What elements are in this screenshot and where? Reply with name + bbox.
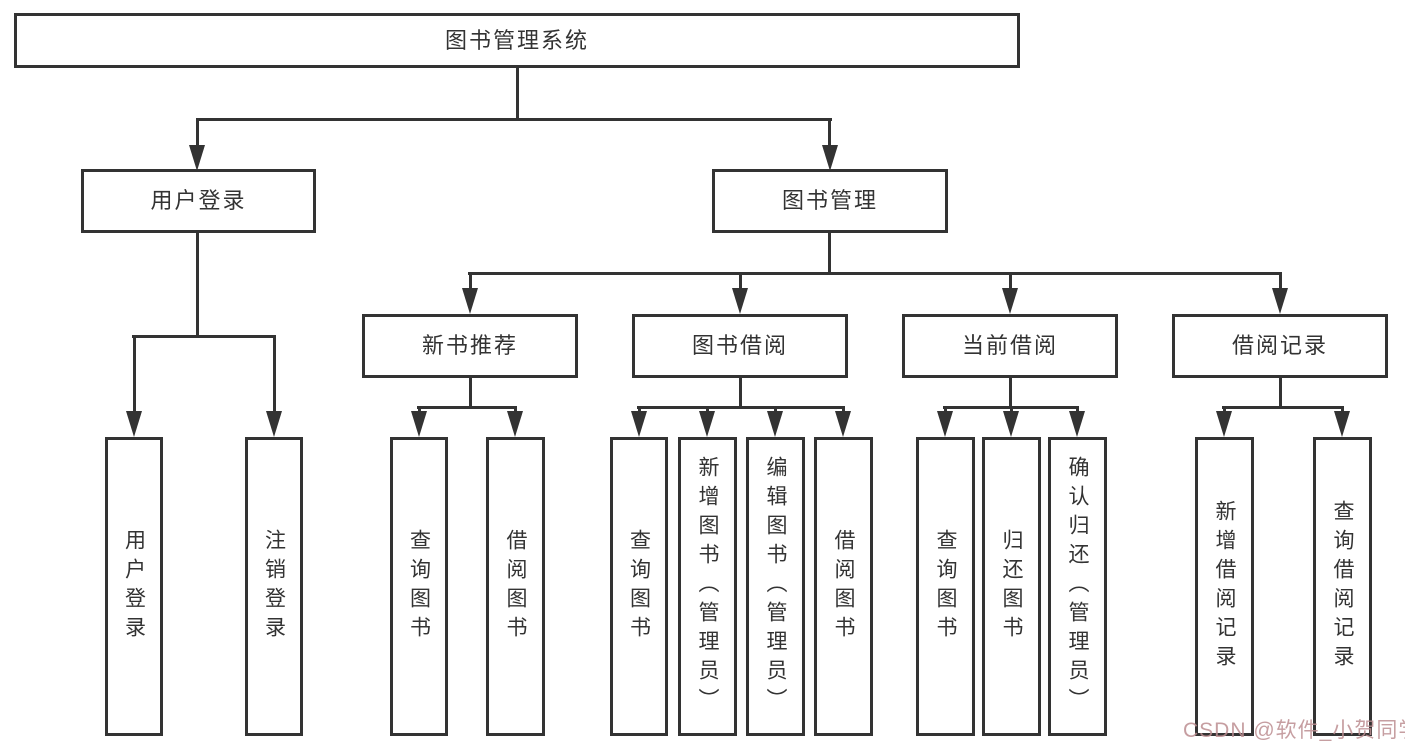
connector-stem [418, 406, 421, 412]
leaf-logout: 注销登录 [245, 437, 303, 736]
arrowhead-down-icon [631, 411, 647, 437]
connector-stem [133, 335, 136, 412]
connector-stem [638, 406, 641, 412]
connector-stem [842, 406, 845, 412]
arrowhead-down-icon [411, 411, 427, 437]
connector-stem [196, 118, 199, 147]
arrowhead-down-icon [266, 411, 282, 437]
arrowhead-down-icon [507, 411, 523, 437]
node-current-borrowing: 当前借阅 [902, 314, 1118, 378]
arrowhead-down-icon [1216, 411, 1232, 437]
connector-stem [469, 272, 472, 290]
arrowhead-down-icon [732, 288, 748, 314]
arrowhead-down-icon [189, 145, 205, 171]
leaf-query-books-current: 查询图书 [916, 437, 975, 736]
leaf-query-books-borrowing: 查询图书 [610, 437, 668, 736]
connector-stem [828, 233, 831, 275]
connector-stem [1341, 406, 1344, 412]
node-library-management-system: 图书管理系统 [14, 13, 1020, 68]
connector-stem [1009, 272, 1012, 290]
arrowhead-down-icon [1003, 411, 1019, 437]
leaf-confirm-return-admin: 确认归还（管理员） [1048, 437, 1107, 736]
node-book-borrowing: 图书借阅 [632, 314, 848, 378]
connector-stem [469, 378, 472, 409]
connector-stem [196, 233, 199, 338]
arrowhead-down-icon [1002, 288, 1018, 314]
connector-stem [828, 118, 831, 147]
connector-stem [1009, 378, 1012, 409]
connector-level1-rail [196, 118, 832, 121]
connector-stem [739, 272, 742, 290]
arrowhead-down-icon [767, 411, 783, 437]
connector-root-stem [516, 68, 519, 121]
node-user-login: 用户登录 [81, 169, 316, 233]
node-borrowing-records: 借阅记录 [1172, 314, 1388, 378]
connector-rail [637, 406, 845, 409]
leaf-user-login: 用户登录 [105, 437, 163, 736]
leaf-borrow-books: 借阅图书 [814, 437, 873, 736]
node-book-management: 图书管理 [712, 169, 948, 233]
connector-stem [774, 406, 777, 412]
connector-stem [514, 406, 517, 412]
connector-rail [417, 406, 517, 409]
leaf-add-books-admin: 新增图书（管理员） [678, 437, 737, 736]
arrowhead-down-icon [937, 411, 953, 437]
arrowhead-down-icon [1334, 411, 1350, 437]
arrowhead-down-icon [462, 288, 478, 314]
connector-rail [1222, 406, 1344, 409]
leaf-query-borrow-record: 查询借阅记录 [1313, 437, 1372, 736]
connector-rail [132, 335, 275, 338]
connector-stem [944, 406, 947, 412]
connector-level2-rail [468, 272, 1282, 275]
leaf-borrow-books-recommend: 借阅图书 [486, 437, 545, 736]
arrowhead-down-icon [822, 145, 838, 171]
arrowhead-down-icon [126, 411, 142, 437]
arrowhead-down-icon [1272, 288, 1288, 314]
leaf-add-borrow-record: 新增借阅记录 [1195, 437, 1254, 736]
arrowhead-down-icon [1069, 411, 1085, 437]
arrowhead-down-icon [835, 411, 851, 437]
connector-stem [706, 406, 709, 412]
connector-stem [739, 378, 742, 409]
connector-stem [273, 335, 276, 412]
connector-stem [1076, 406, 1079, 412]
connector-stem [1010, 406, 1013, 412]
connector-stem [1223, 406, 1226, 412]
arrowhead-down-icon [699, 411, 715, 437]
node-new-book-recommend: 新书推荐 [362, 314, 578, 378]
leaf-query-books-recommend: 查询图书 [390, 437, 448, 736]
leaf-return-books: 归还图书 [982, 437, 1041, 736]
leaf-edit-books-admin: 编辑图书（管理员） [746, 437, 805, 736]
csdn-watermark: CSDN @软件_小贺同学 [1183, 719, 1405, 742]
connector-stem [1279, 272, 1282, 290]
connector-stem [1279, 378, 1282, 409]
